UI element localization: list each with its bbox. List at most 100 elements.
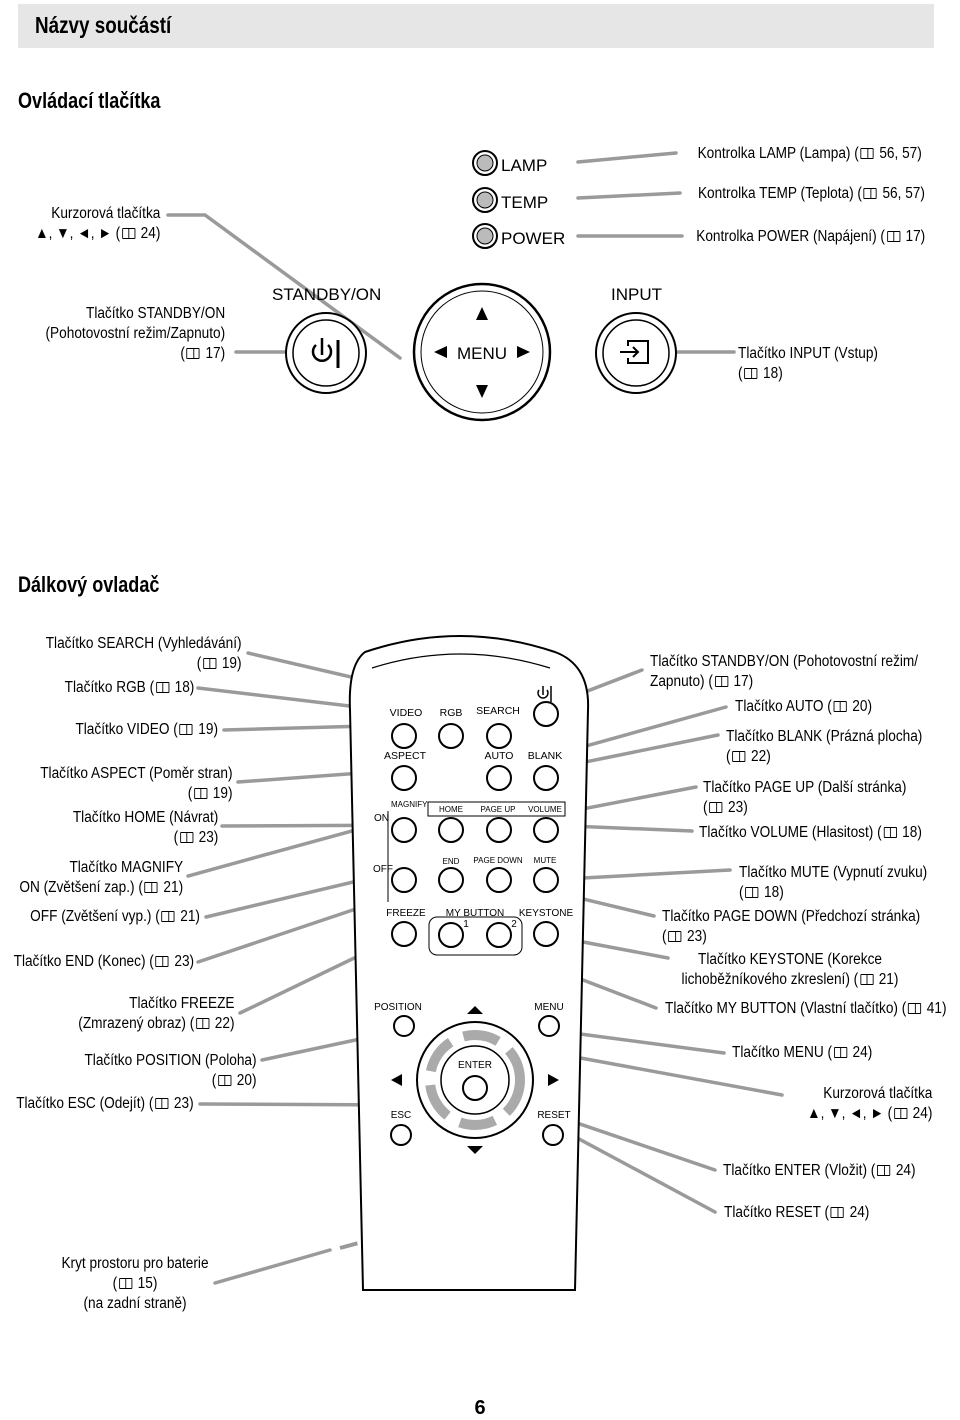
- label-line: 20): [848, 698, 873, 715]
- arrow-down-icon[interactable]: [476, 385, 488, 398]
- remote-page-up-button[interactable]: [486, 817, 512, 843]
- label-line: 17): [201, 345, 225, 362]
- input-icon: [620, 340, 649, 364]
- label-line: (: [662, 928, 667, 945]
- label-line: 19): [218, 655, 242, 672]
- remote-left-arrow-icon[interactable]: [391, 1074, 402, 1086]
- remote-up-arrow-icon[interactable]: [467, 1006, 483, 1014]
- remote-reset-button[interactable]: [542, 1124, 564, 1146]
- label-line: Tlačítko BLANK (Prázná plocha): [726, 728, 923, 745]
- remote-menu-button[interactable]: [538, 1015, 560, 1037]
- book-icon: [877, 1165, 891, 1176]
- label-line: (: [738, 365, 743, 382]
- key-label-page-down: PAGE DOWN: [473, 856, 522, 865]
- book-icon: [193, 788, 207, 799]
- book-icon: [833, 1047, 848, 1058]
- remote-mute-button[interactable]: [533, 867, 559, 893]
- label-menu: Tlačítko MENU ( 24): [732, 1043, 872, 1063]
- arrow-right-icon[interactable]: [517, 346, 530, 358]
- label-line: Kontrolka POWER (Napájení) (: [696, 228, 885, 245]
- book-icon: [186, 348, 200, 359]
- book-icon: [744, 368, 758, 379]
- label-line: 22): [747, 748, 771, 765]
- label-cursor-right: Kurzorová tlačítka ▲, ▼, ◄, ► ( 24): [807, 1084, 932, 1124]
- label-line: 21): [176, 908, 200, 925]
- label-line: Tlačítko MAGNIFY: [69, 859, 183, 876]
- remote-position-button[interactable]: [393, 1015, 415, 1037]
- label-line: 41): [923, 1000, 947, 1017]
- label-line: Zapnuto) (: [650, 673, 713, 690]
- label-page-up: Tlačítko PAGE UP (Další stránka) ( 23): [703, 778, 906, 818]
- remote-standby-button[interactable]: [533, 701, 559, 727]
- key-label-position: POSITION: [374, 1002, 422, 1013]
- remote-rgb-button[interactable]: [438, 723, 464, 749]
- remote-magnify-off-button[interactable]: [391, 867, 417, 893]
- book-icon: [155, 956, 169, 967]
- remote-down-arrow-icon[interactable]: [467, 1146, 483, 1154]
- remote-video-button[interactable]: [391, 723, 417, 749]
- arrow-up-icon[interactable]: [476, 307, 488, 320]
- key-label-on: ON: [374, 813, 389, 824]
- label-line: 21): [159, 879, 183, 896]
- book-icon: [833, 701, 847, 712]
- book-icon: [908, 1003, 922, 1014]
- remote-volume-button[interactable]: [533, 817, 559, 843]
- key-label-blank: BLANK: [528, 750, 562, 762]
- key-label-mute: MUTE: [534, 856, 557, 865]
- remote-search-button[interactable]: [486, 723, 512, 749]
- label-line: 23): [683, 928, 707, 945]
- panel-menu-label: MENU: [457, 344, 507, 363]
- remote-enter-button[interactable]: [462, 1075, 488, 1101]
- key-label-frame: [427, 801, 566, 817]
- label-line: 19): [208, 785, 232, 802]
- label-home: Tlačítko HOME (Návrat) ( 23): [72, 808, 218, 848]
- label-volume: Tlačítko VOLUME (Hlasitost) ( 18): [699, 823, 922, 843]
- remote-end-button[interactable]: [438, 867, 464, 893]
- lamp-indicator-label: LAMP: [501, 156, 547, 175]
- label-line: 18): [760, 884, 784, 901]
- label-line: ▲, ▼, ◄, ► (: [806, 1105, 892, 1122]
- label-line: 17): [901, 228, 925, 245]
- remote-home-button[interactable]: [438, 817, 464, 843]
- my-button-frame: [428, 916, 523, 956]
- remote-auto-button[interactable]: [486, 765, 512, 791]
- remote-aspect-button[interactable]: [391, 765, 417, 791]
- key-label-aspect: ASPECT: [384, 750, 427, 762]
- label-line: 18): [170, 679, 194, 696]
- label-auto: Tlačítko AUTO ( 20): [735, 697, 872, 717]
- label-power-indicator: Kontrolka POWER (Napájení) ( 17): [696, 227, 925, 247]
- book-icon: [886, 231, 900, 242]
- key-label-auto: AUTO: [485, 750, 514, 762]
- remote-my-button-1[interactable]: [438, 922, 464, 948]
- remote-my-button-2[interactable]: [486, 922, 512, 948]
- remote-keystone-button[interactable]: [533, 921, 559, 947]
- label-line: 17): [729, 673, 754, 690]
- book-icon: [203, 658, 217, 669]
- book-icon: [668, 931, 682, 942]
- panel-menu-dial[interactable]: MENU: [412, 282, 552, 422]
- arrow-left-icon[interactable]: [434, 346, 447, 358]
- label-line: 18): [759, 365, 783, 382]
- label-line: (na zadní straně): [83, 1295, 187, 1312]
- label-line: 23): [170, 953, 194, 970]
- panel-input-button[interactable]: [595, 312, 677, 394]
- key-label-1: 1: [463, 919, 469, 930]
- label-line: (: [112, 1275, 118, 1292]
- label-line: Tlačítko MY BUTTON (Vlastní tlačítko) (: [665, 1000, 907, 1017]
- section-heading-remote: Dálkový ovladač: [18, 572, 160, 597]
- label-line: (: [726, 748, 731, 765]
- label-line: 15): [133, 1275, 158, 1292]
- label-line: Tlačítko END (Konec) (: [13, 953, 154, 970]
- remote-page-down-button[interactable]: [486, 867, 512, 893]
- remote-freeze-button[interactable]: [391, 921, 417, 947]
- remote-magnify-on-button[interactable]: [391, 817, 417, 843]
- remote-esc-button[interactable]: [390, 1124, 412, 1146]
- remote-blank-button[interactable]: [533, 765, 559, 791]
- label-line: OFF (Zvětšení vyp.) (: [30, 908, 160, 925]
- remote-right-arrow-icon[interactable]: [548, 1074, 559, 1086]
- label-magnify-on: Tlačítko MAGNIFY ON (Zvětšení zap.) ( 21…: [19, 858, 183, 898]
- key-label-off: OFF: [373, 864, 393, 875]
- key-label-video: VIDEO: [390, 707, 423, 719]
- panel-standby-button[interactable]: [285, 312, 367, 394]
- label-line: Tlačítko RESET (: [724, 1204, 830, 1221]
